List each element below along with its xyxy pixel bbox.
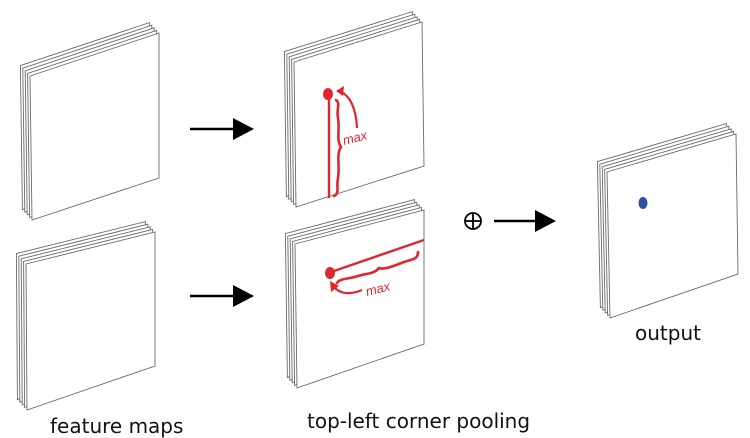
vertical-brace [332,98,343,198]
arrow-to-output [494,210,556,232]
max-label-horizontal: max [364,278,392,299]
feature-sheet-front [29,32,160,221]
horizontal-return-arrow [333,286,363,295]
max-point-horizontal [325,267,335,279]
arrow-top [190,118,254,140]
output-label: output [635,321,701,345]
feature-sheet-front [606,133,739,319]
feature-sheet-front [294,209,425,389]
horizontal-brace [335,250,420,285]
horizontal-scan-line [330,238,425,274]
element-wise-sum-icon [464,212,482,230]
feature-sheet-front [25,231,156,411]
output-point [638,197,648,209]
feature-map-stack-bottom [15,221,156,411]
arrow-bottom [190,285,254,307]
max-label-vertical: max [341,127,369,148]
vertical-pool-annotation: max [323,86,369,198]
output-stack [596,123,739,319]
max-point-vertical [323,88,333,100]
feature-sheet-front [293,21,425,208]
horizontal-pool-annotation: max [325,238,425,299]
pooled-stack-horizontal [284,199,425,389]
feature-map-stack-top [19,21,160,221]
pooling-label: top-left corner pooling [307,409,530,433]
feature-maps-label: feature maps [50,414,183,438]
